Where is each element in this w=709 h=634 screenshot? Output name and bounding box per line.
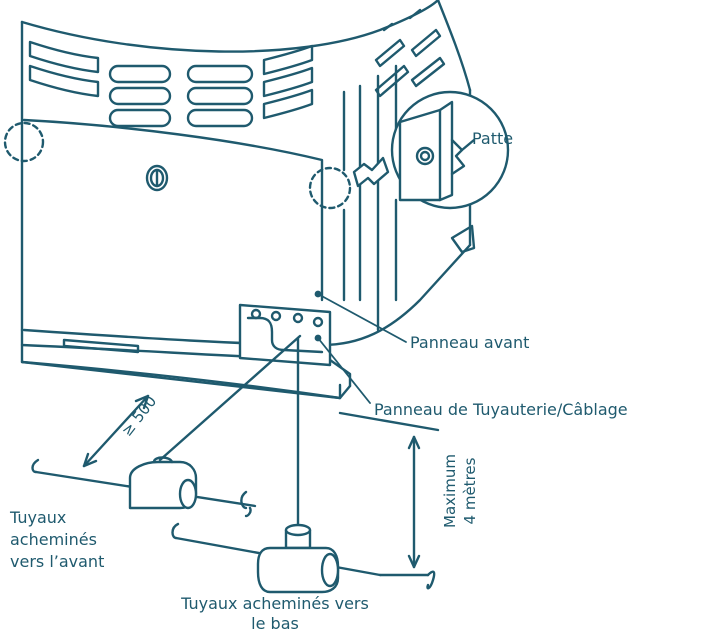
piping-panel-label: Panneau de Tuyauterie/Câblage <box>374 400 628 419</box>
detail-arrow <box>352 156 390 188</box>
height-arrow <box>338 411 440 590</box>
front-panel-label: Panneau avant <box>410 333 530 352</box>
max-height-label-line2: 4 mètres <box>461 457 479 525</box>
clearance-arrow <box>82 394 150 468</box>
tab-label: Patte <box>472 129 514 148</box>
front-pipes <box>31 334 302 518</box>
tab-detail <box>390 90 510 210</box>
front-pipes-label-line2: acheminés <box>10 530 97 549</box>
max-height-label-line1: Maximum <box>441 454 459 528</box>
piping-panel-drawing <box>238 303 332 367</box>
front-pipes-label-line1: Tuyaux <box>10 508 67 527</box>
bottom-pipes-label-line2: le bas <box>251 614 299 633</box>
bottom-pipes-label-line1: Tuyaux acheminés vers <box>181 594 369 613</box>
bottom-pipes <box>171 336 382 594</box>
front-vents <box>28 40 314 128</box>
leader-lines <box>314 290 407 404</box>
bracket <box>450 224 476 254</box>
side-ribs <box>342 64 398 332</box>
dashed-markers <box>3 121 352 210</box>
front-pipes-label-line3: vers l’avant <box>10 552 105 571</box>
side-vents <box>374 8 446 98</box>
lock-icon <box>145 164 169 192</box>
